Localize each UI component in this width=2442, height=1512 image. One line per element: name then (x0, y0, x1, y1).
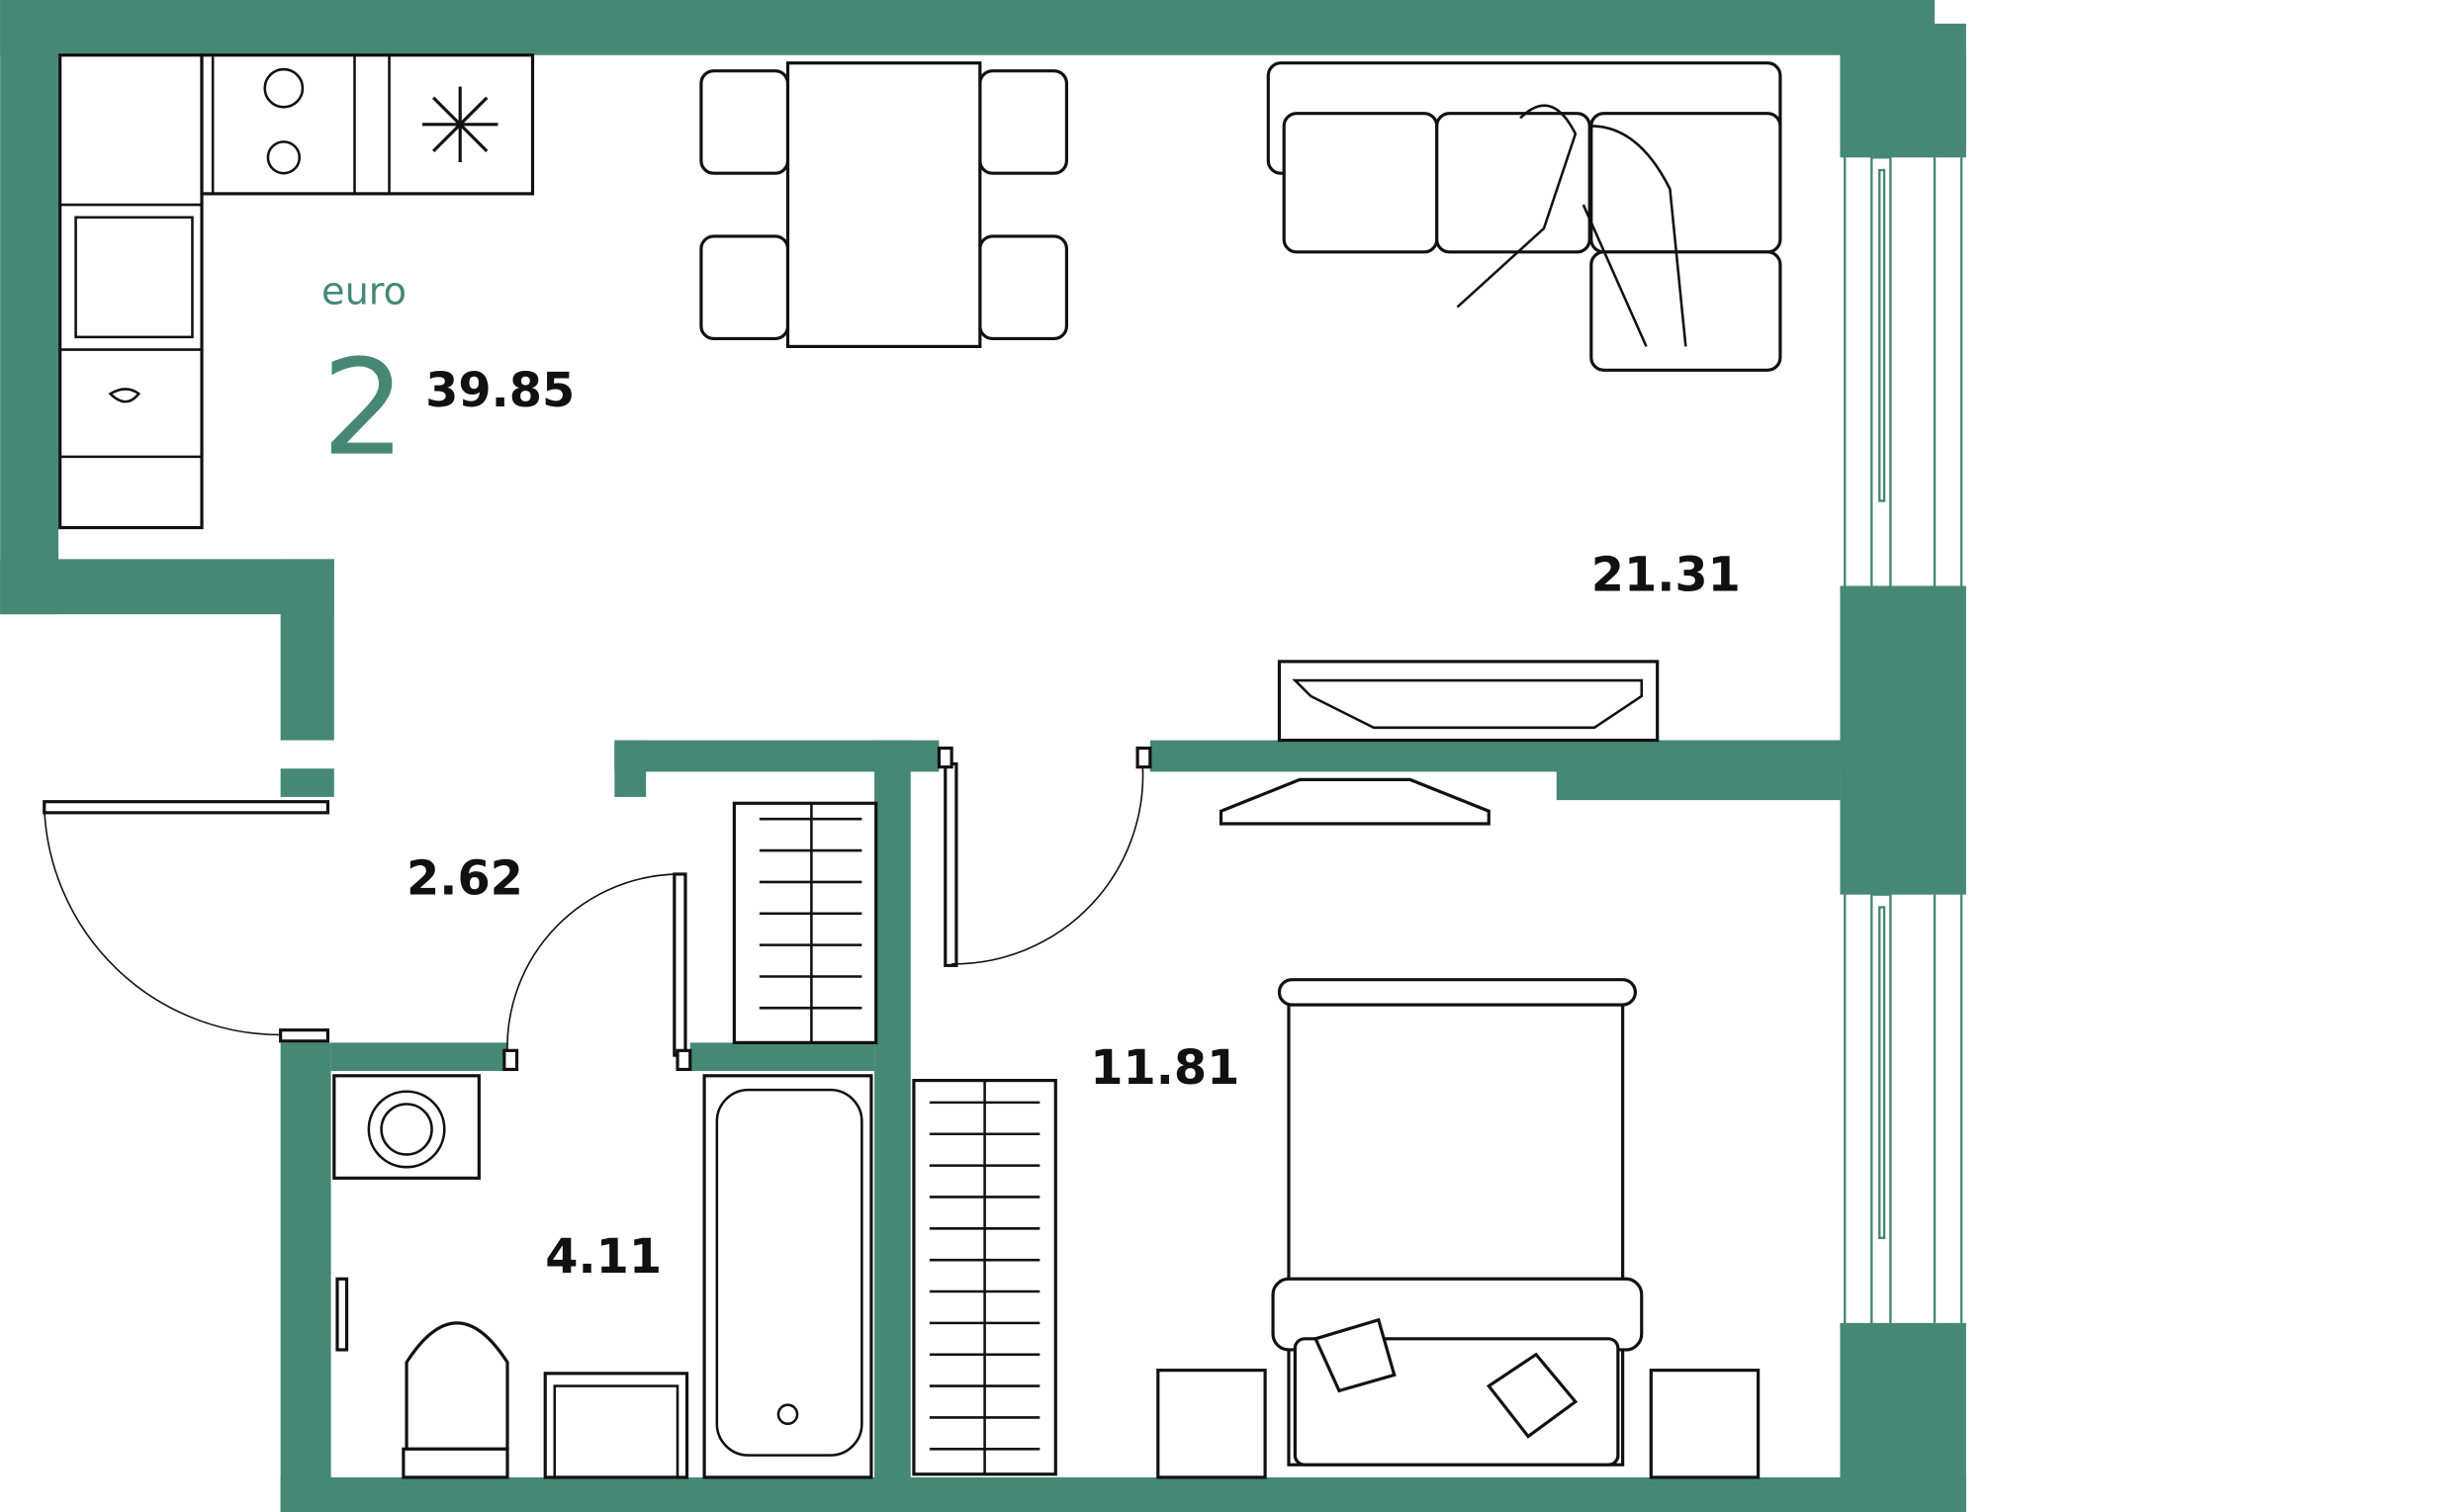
bathroom-fixtures (332, 1074, 873, 1479)
tv-stand (1219, 660, 1660, 826)
dining-table (699, 61, 1069, 348)
snowflake-icon (421, 86, 498, 163)
rooms-count: 2 (321, 331, 406, 486)
area-bathroom: 4.11 (545, 1230, 662, 1285)
hall-wardrobe (732, 801, 878, 1044)
area-hallway: 2.62 (407, 852, 523, 907)
area-bedroom: 11.81 (1090, 1041, 1239, 1096)
bed (1156, 978, 1761, 1479)
sofa (1266, 61, 1782, 372)
window-bedroom (1844, 893, 1963, 1331)
doors (43, 746, 1152, 1072)
kitchen-counter (58, 53, 535, 530)
area-living: 21.31 (1591, 548, 1741, 602)
wardrobe (912, 1079, 1057, 1476)
apartment-type-label: euro (321, 270, 407, 313)
total-area: 39.85 (425, 364, 575, 418)
window-living (1844, 149, 1963, 596)
walls (0, 0, 1966, 1512)
